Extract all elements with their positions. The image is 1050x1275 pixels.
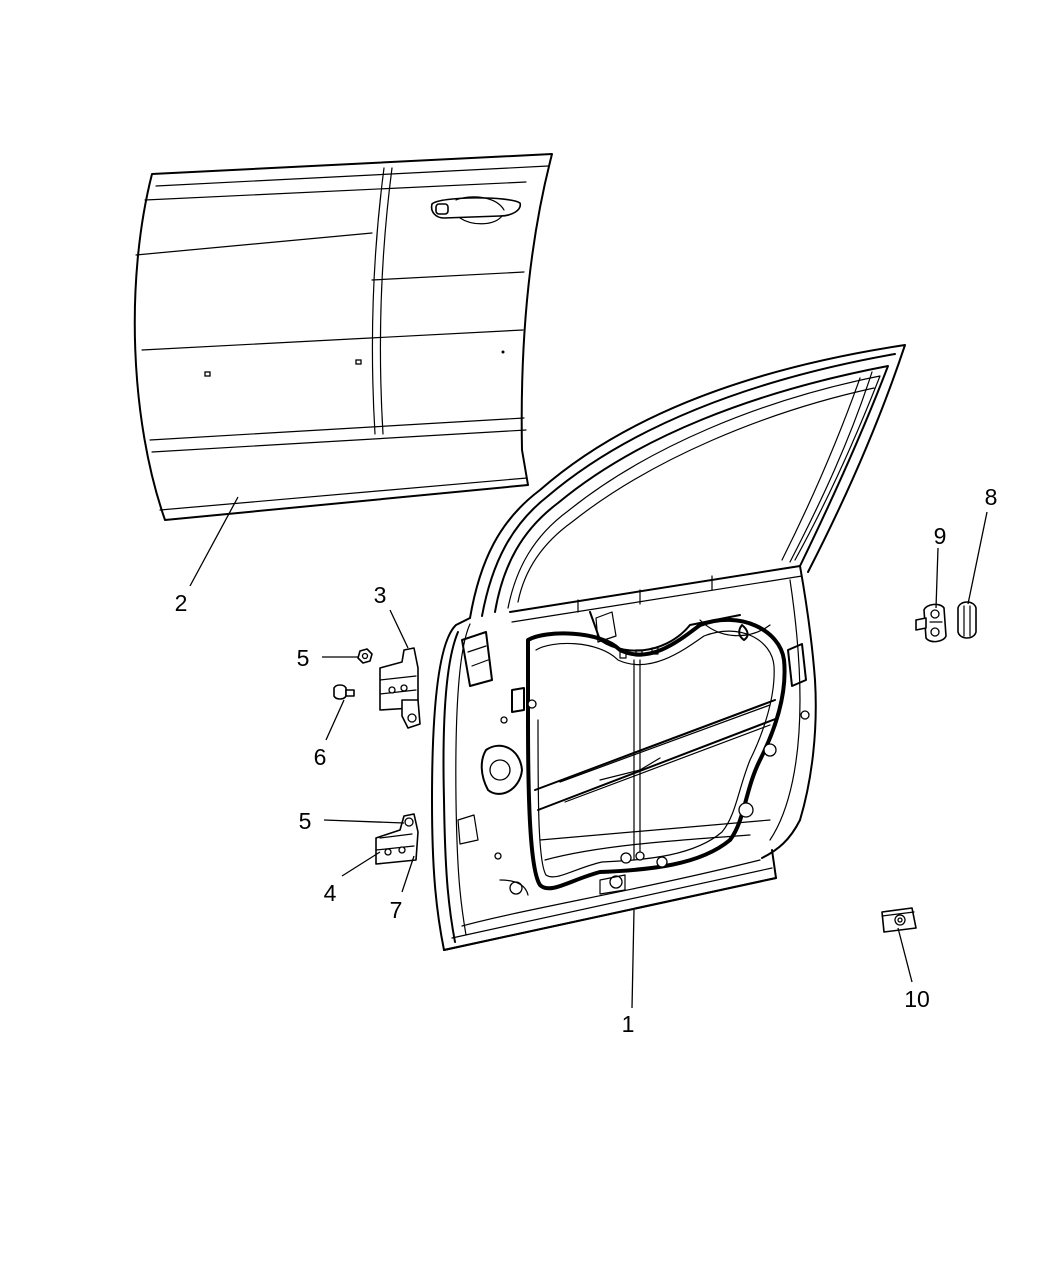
- leader-9: [935, 547, 939, 609]
- callout-7: 7: [390, 897, 403, 923]
- upper-hinge: [379, 647, 421, 729]
- callout-9: 9: [934, 523, 947, 549]
- door-inner-frame: [431, 344, 906, 951]
- leader-3: [389, 609, 409, 649]
- leader-8: [967, 511, 988, 605]
- hinge-bolt: [333, 684, 355, 700]
- leader-4: [341, 851, 381, 877]
- leader-7: [401, 855, 415, 893]
- callout-5-upper: 5: [297, 645, 310, 671]
- door-check-clip: [881, 907, 917, 933]
- callout-4: 4: [324, 880, 337, 906]
- leader-lines: [189, 496, 988, 1009]
- lower-hinge: [375, 813, 419, 865]
- door-outer-panel: [133, 153, 553, 521]
- leader-10: [897, 927, 913, 983]
- leader-1: [631, 909, 635, 1009]
- door-striker: [915, 603, 947, 643]
- hinge-nut-upper: [357, 648, 373, 664]
- callout-1: 1: [622, 1011, 635, 1037]
- callout-3: 3: [374, 582, 387, 608]
- callout-labels: 1 2 3 4 5 5 6 7 8 9 10: [175, 484, 998, 1037]
- callout-10: 10: [904, 986, 930, 1012]
- leader-5b: [323, 819, 405, 824]
- callout-8: 8: [985, 484, 998, 510]
- callout-5-lower: 5: [299, 808, 312, 834]
- callout-6: 6: [314, 744, 327, 770]
- leader-2: [189, 496, 239, 587]
- leader-6: [325, 699, 345, 741]
- door-handle-icon: [430, 196, 522, 225]
- door-bumper: [957, 601, 977, 639]
- callout-2: 2: [175, 590, 188, 616]
